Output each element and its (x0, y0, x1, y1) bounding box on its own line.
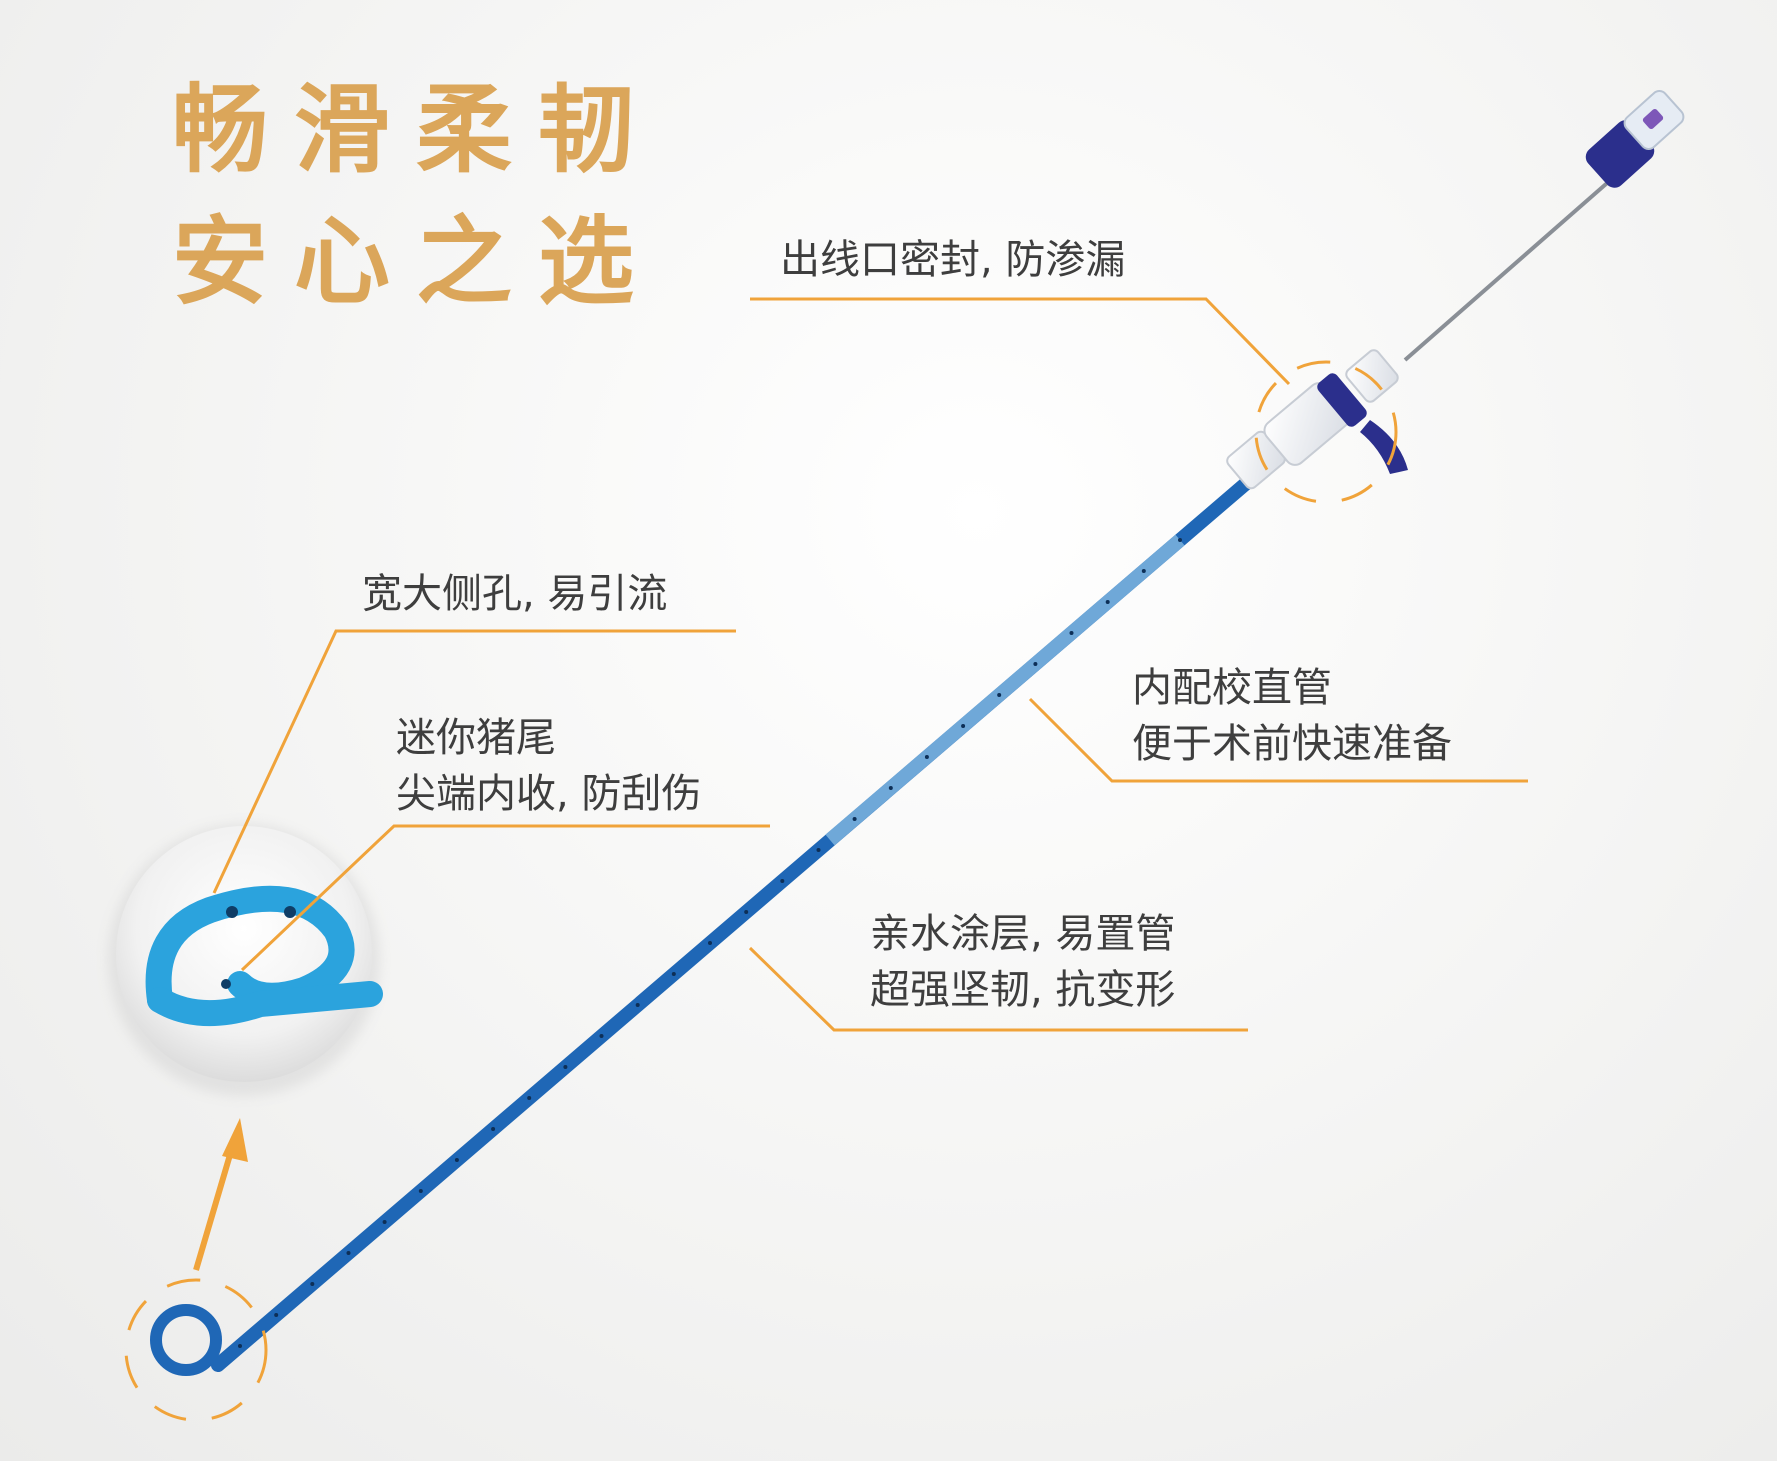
shaft-mark (346, 1251, 351, 1255)
catheter-hub (1226, 349, 1408, 490)
leader-seal (750, 297, 1291, 386)
callout-pigtail-line-1: 迷你猪尾 (396, 715, 556, 761)
magnify-arrow-head (222, 1118, 248, 1162)
shaft-mark (1033, 662, 1038, 666)
magnifier-pigtail (108, 824, 383, 1096)
shaft-mark (418, 1189, 423, 1193)
stylet-wire (1403, 168, 1624, 362)
shaft-mark (527, 1096, 532, 1100)
shaft-mark (961, 724, 966, 728)
shaft-mark (744, 910, 749, 914)
leader-pigtail (240, 824, 770, 972)
shaft-mark (888, 786, 893, 790)
callout-pigtail: 迷你猪尾 尖端内收, 防刮伤 (396, 710, 701, 822)
callout-coating-line-1: 亲水涂层, 易置管 (870, 911, 1176, 957)
shaft-mark (816, 848, 821, 852)
shaft-mark (671, 972, 676, 976)
headline-line-2: 安心之选 (172, 205, 660, 318)
shaft-mark (310, 1282, 315, 1286)
shaft-mark (382, 1220, 387, 1224)
leader-stylet (1028, 697, 1528, 783)
pigtail-coil (150, 1304, 222, 1376)
callout-seal-line-1: 出线口密封, 防渗漏 (780, 237, 1126, 283)
shaft-mark (238, 1344, 242, 1348)
hub-highlight-ring (1254, 360, 1398, 504)
shaft-markings (238, 538, 1182, 1348)
callout-coating-line-2: 超强坚韧, 抗变形 (870, 967, 1176, 1013)
shaft-mark (1178, 538, 1182, 542)
stylet-hub (1585, 90, 1685, 188)
shaft-mark (1141, 569, 1146, 573)
callout-seal: 出线口密封, 防渗漏 (780, 232, 1125, 288)
shaft-mark (274, 1313, 279, 1317)
shaft-mark (780, 879, 785, 883)
callout-side-holes-line-1: 宽大侧孔, 易引流 (362, 571, 668, 617)
shaft-mark (997, 693, 1002, 697)
catheter-light-segment (825, 534, 1185, 846)
pigtail-highlight-ring (124, 1278, 268, 1422)
callout-pigtail-line-2: 尖端内收, 防刮伤 (396, 771, 702, 817)
callout-side-holes: 宽大侧孔, 易引流 (362, 566, 667, 622)
shaft-mark (708, 941, 712, 945)
callout-stylet: 内配校直管 便于术前快速准备 (1132, 660, 1452, 772)
shaft-mark (454, 1158, 459, 1162)
shaft-mark (1105, 600, 1110, 604)
leader-lines (212, 297, 1528, 1032)
shaft-mark (563, 1065, 568, 1069)
magnify-arrow-line (193, 1147, 235, 1271)
headline-line-1: 畅滑柔韧 (172, 73, 660, 186)
callout-stylet-line-2: 便于术前快速准备 (1132, 721, 1452, 767)
leader-coating (748, 946, 1248, 1032)
shaft-mark (491, 1127, 496, 1131)
shaft-mark (1069, 631, 1074, 635)
shaft-mark (599, 1034, 604, 1038)
leader-side-holes (212, 629, 736, 894)
shaft-mark (924, 755, 929, 759)
callout-coating: 亲水涂层, 易置管 超强坚韧, 抗变形 (870, 906, 1175, 1018)
shaft-mark (635, 1003, 640, 1007)
shaft-mark (852, 817, 857, 821)
callout-stylet-line-1: 内配校直管 (1132, 665, 1332, 711)
